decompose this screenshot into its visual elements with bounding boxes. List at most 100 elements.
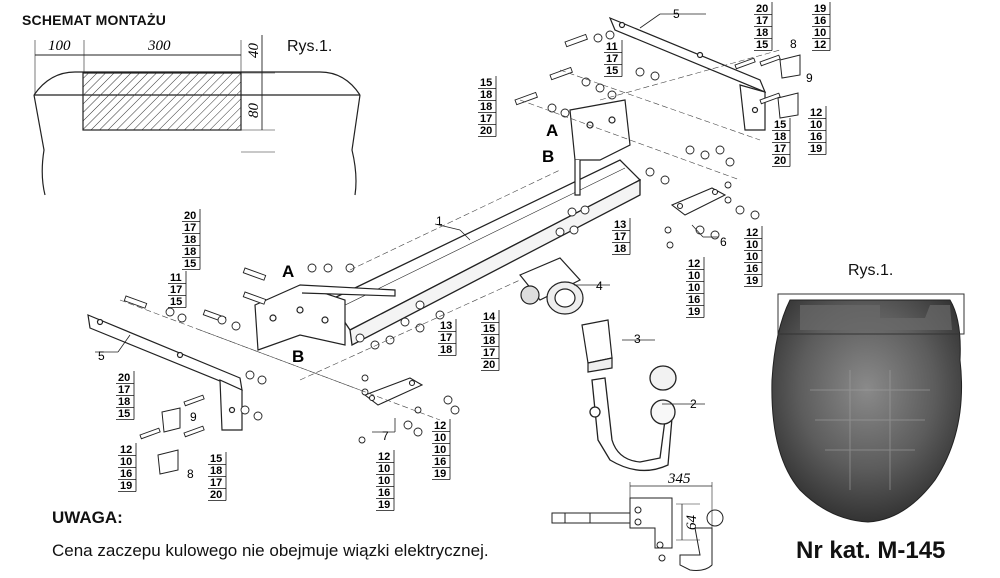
part-label-8-top: 8 [790, 37, 797, 51]
fasteners [123, 30, 781, 444]
stack-number: 15 [480, 77, 492, 89]
stack-number: 12 [434, 420, 446, 432]
stack-number: 12 [378, 451, 390, 463]
stack-number: 17 [440, 332, 452, 344]
stack-number: 16 [814, 15, 826, 27]
stack-number: 17 [606, 53, 618, 65]
dim-345: 345 [667, 471, 691, 487]
stack-number: 15 [756, 39, 768, 51]
figure-label-photo: Rys.1. [848, 262, 894, 279]
stack-number: 18 [480, 89, 492, 101]
stack-number: 19 [688, 306, 700, 318]
tow-ball [589, 365, 677, 472]
bracket-8-9-top [777, 54, 801, 119]
marker-b-left: B [292, 347, 304, 366]
stack-number: 13 [614, 219, 626, 231]
leaders [95, 13, 718, 433]
part-label-5-left: 5 [98, 349, 105, 363]
stack-number: 18 [210, 465, 222, 477]
stack-number: 15 [774, 119, 786, 131]
socket-plate [519, 257, 584, 315]
stack-number: 17 [774, 143, 786, 155]
stack-number: 17 [480, 113, 492, 125]
marker-b-top: B [542, 147, 554, 166]
marker-a-top: A [546, 121, 558, 140]
stack-number: 18 [774, 131, 786, 143]
stack-number: 17 [614, 231, 626, 243]
warning-heading: UWAGA: [52, 508, 123, 527]
stack-number: 17 [118, 384, 130, 396]
stack-number: 19 [746, 275, 758, 287]
alignment-lines [119, 49, 781, 421]
stack-number: 10 [746, 251, 758, 263]
stack-number: 15 [606, 65, 618, 77]
part-label-9-top: 9 [806, 71, 813, 85]
stack-number: 12 [810, 107, 822, 119]
part-label-4: 4 [596, 279, 603, 293]
stack-number: 10 [434, 432, 446, 444]
product-preview [551, 482, 724, 571]
ball-holder [581, 319, 613, 373]
stack-number: 18 [184, 234, 196, 246]
stack-number: 10 [688, 282, 700, 294]
stack-number: 17 [210, 477, 222, 489]
part-label-3: 3 [634, 332, 641, 346]
stack-number: 10 [120, 456, 132, 468]
bracket-left [254, 284, 396, 351]
dim-300: 300 [147, 38, 171, 54]
stack-number: 18 [118, 396, 130, 408]
stack-number: 16 [378, 487, 390, 499]
bracket-right [569, 99, 631, 196]
page-title: SCHEMAT MONTAŻU [22, 12, 167, 28]
stack-number: 17 [170, 284, 182, 296]
stack-number: 19 [810, 143, 822, 155]
stack-number: 15 [210, 453, 222, 465]
dim-100: 100 [48, 38, 71, 54]
side-beam-left [87, 314, 243, 431]
dim-40: 40 [246, 43, 262, 59]
stack-number: 18 [184, 246, 196, 258]
stack-number: 10 [434, 444, 446, 456]
stack-number: 20 [774, 155, 786, 167]
stack-number: 16 [120, 468, 132, 480]
bracket-6 [670, 187, 727, 216]
stack-number: 15 [184, 258, 196, 270]
stack-number: 19 [120, 480, 132, 492]
stack-number: 20 [184, 210, 196, 222]
stack-number: 10 [814, 27, 826, 39]
stack-number: 20 [756, 3, 768, 15]
stack-number: 20 [118, 372, 130, 384]
stack-number: 18 [614, 243, 626, 255]
bracket-8-9-left [157, 407, 181, 475]
stack-number: 20 [483, 359, 495, 371]
stack-number: 11 [170, 272, 182, 284]
stack-number: 10 [810, 119, 822, 131]
stack-number: 20 [210, 489, 222, 501]
stack-number: 10 [746, 239, 758, 251]
stack-number: 18 [756, 27, 768, 39]
stack-number: 14 [483, 311, 496, 323]
stack-number: 10 [378, 463, 390, 475]
side-beam-top [608, 16, 767, 131]
stack-number: 20 [480, 125, 492, 137]
stack-number: 19 [434, 468, 446, 480]
part-label-9-left: 9 [190, 410, 197, 424]
stack-number: 15 [170, 296, 182, 308]
stack-number: 12 [120, 444, 132, 456]
stack-number: 12 [814, 39, 826, 51]
catalog-number: Nr kat. M-145 [796, 537, 946, 564]
